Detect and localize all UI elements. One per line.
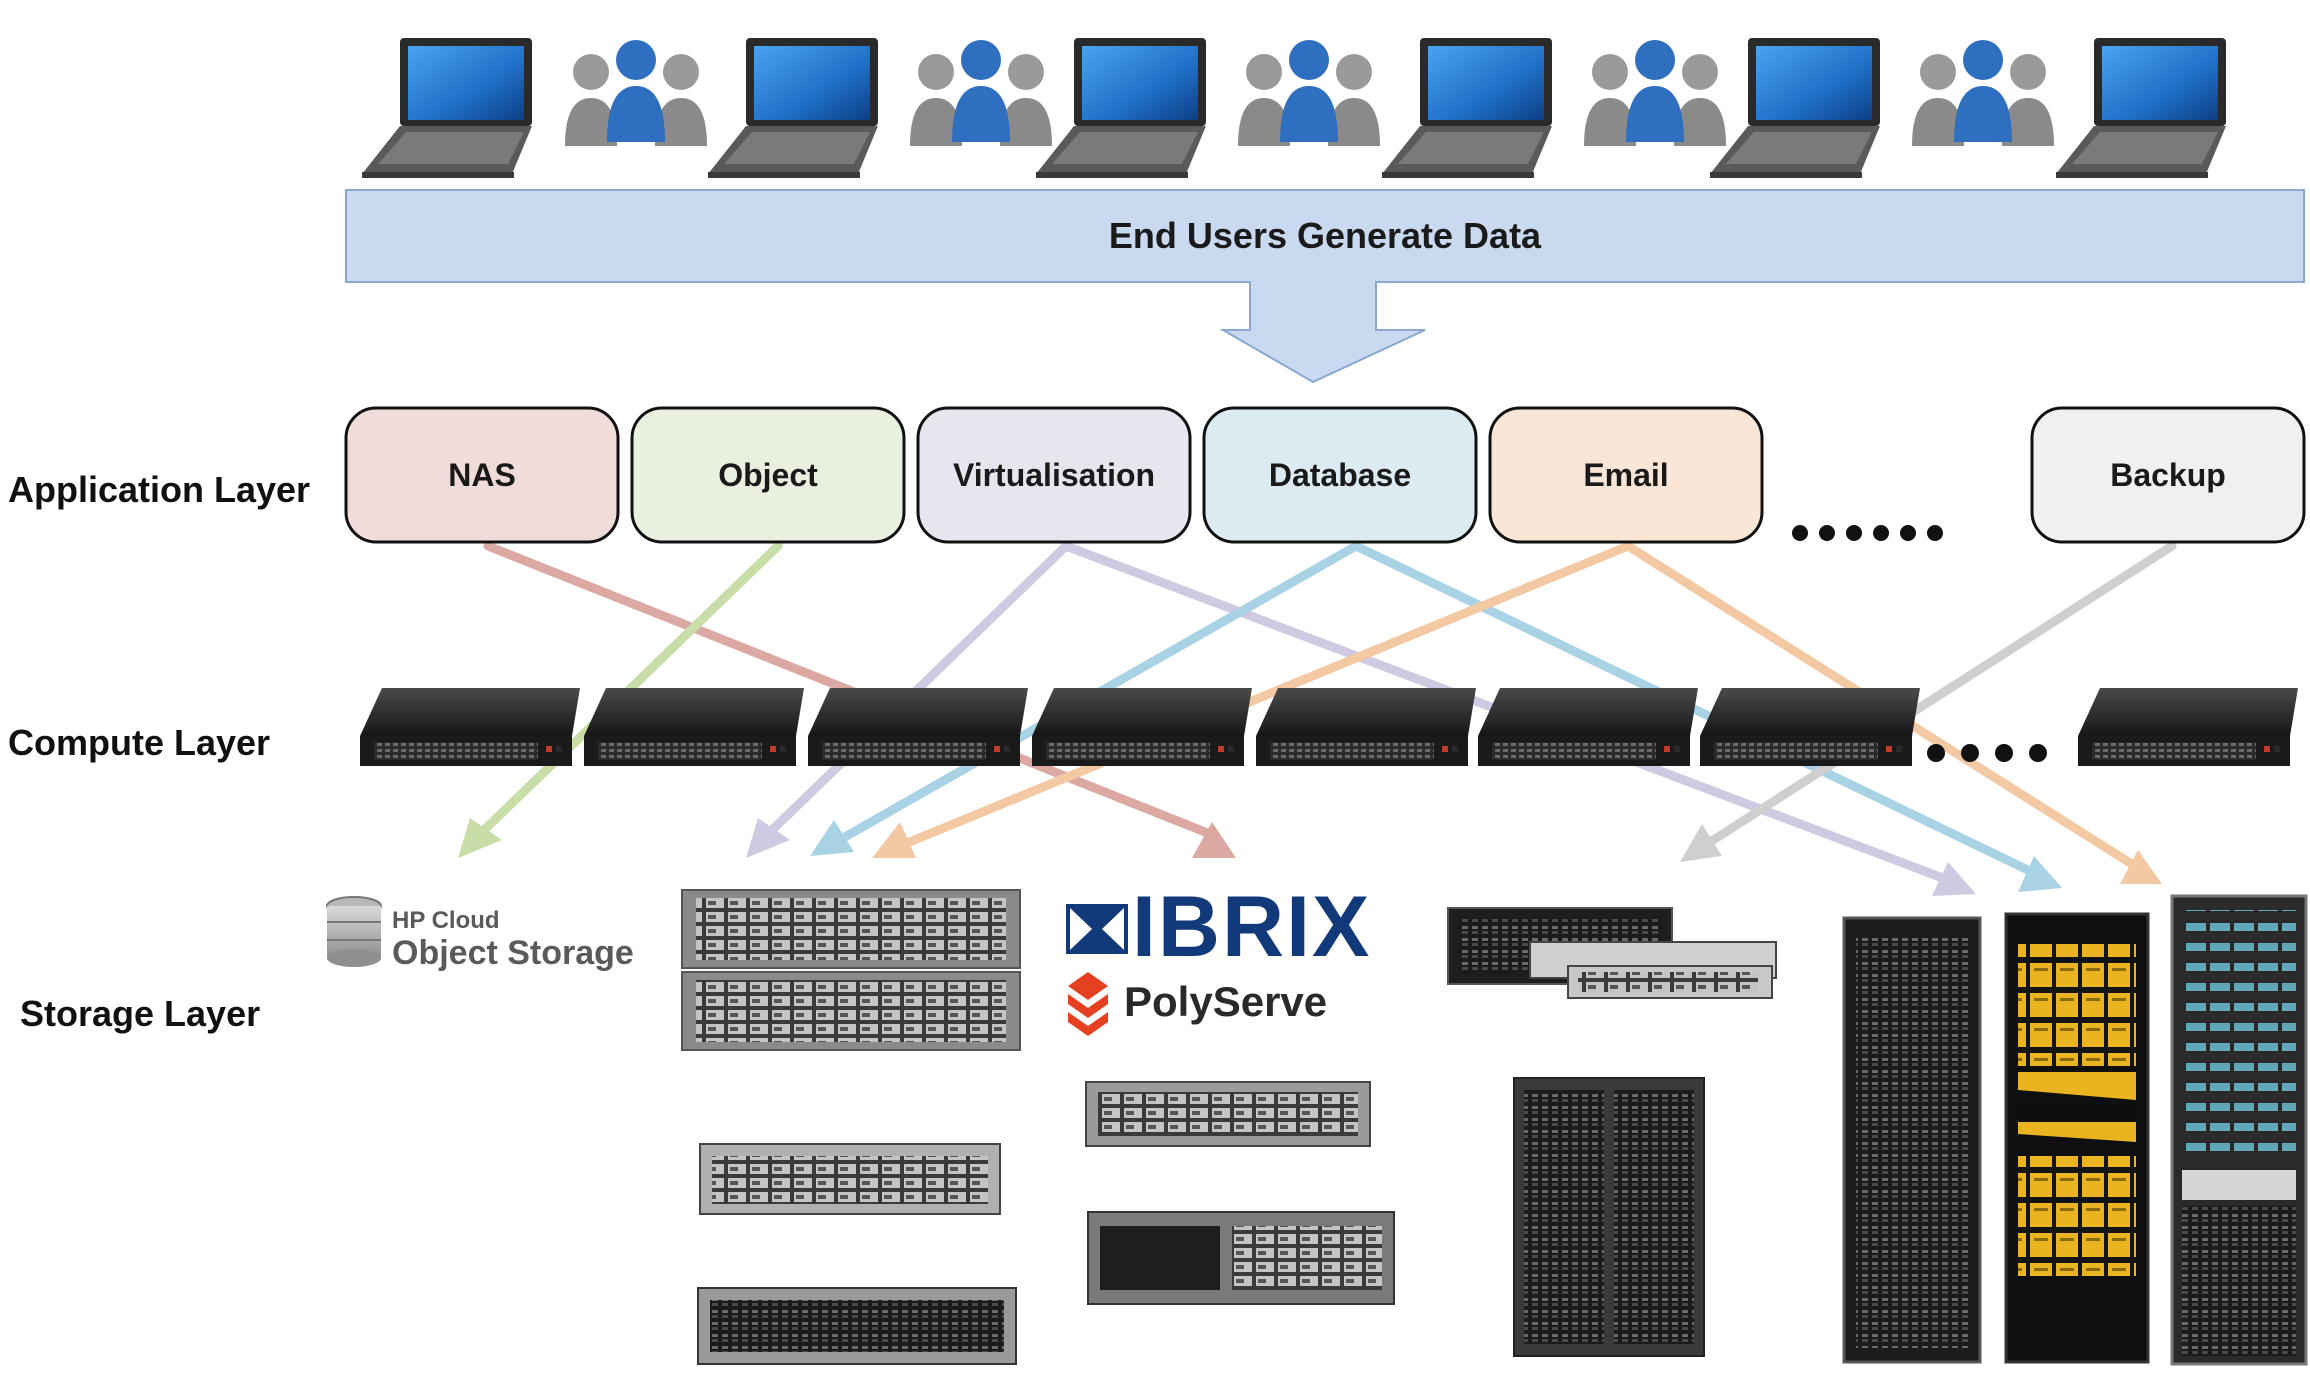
laptop-icon (708, 38, 878, 178)
laptop-icon (362, 38, 532, 178)
app-box-backup (2030, 406, 2306, 544)
application-layer-label: Application Layer (8, 469, 310, 510)
server-icon (1478, 688, 1698, 766)
app-label-virtualisation: Virtualisation (953, 457, 1155, 493)
storage-array-icon (1085, 1081, 1371, 1147)
app-label-database: Database (1269, 457, 1411, 493)
app-label-nas: NAS (448, 457, 516, 493)
laptop-icon (2056, 38, 2226, 178)
rack-icon (1842, 916, 1982, 1364)
rack-icon (2170, 894, 2308, 1366)
server-icon (1256, 688, 1476, 766)
end-users-banner (345, 189, 2305, 283)
ibrix-logo (1066, 904, 1128, 954)
server-icon (1032, 688, 1252, 766)
compute-layer-label: Compute Layer (8, 722, 270, 763)
app-box-email (1488, 406, 1764, 544)
users-icon (1238, 40, 1380, 146)
compute-layer (360, 688, 2298, 766)
database-icon (326, 896, 382, 967)
ellipsis-dots (1927, 744, 2047, 762)
polyserve-logo (1068, 972, 1108, 1036)
laptop-icon (1036, 38, 1206, 178)
laptop-icon (1710, 38, 1880, 178)
ibrix-label: IBRIX (1132, 879, 1371, 975)
app-box-virtualisation (916, 406, 1192, 544)
app-label-email: Email (1583, 457, 1668, 493)
rack-icon (1513, 1077, 1705, 1357)
server-icon (360, 688, 580, 766)
ellipsis-dots (1792, 525, 1943, 541)
storage-array-icon (681, 889, 1021, 1051)
storage-layer: HP Cloud Object Storage IBRIX (326, 879, 2308, 1366)
storage-layer-label: Storage Layer (20, 993, 260, 1034)
users-icon (1584, 40, 1726, 146)
server-icon (584, 688, 804, 766)
storage-array-icon (1447, 907, 1777, 999)
banner-label: End Users Generate Data (1109, 215, 1542, 256)
down-arrow-icon (1219, 281, 1426, 384)
storage-array-icon (1087, 1211, 1395, 1305)
app-label-backup: Backup (2110, 457, 2226, 493)
server-icon (2078, 688, 2298, 766)
app-label-object: Object (718, 457, 818, 493)
app-box-database (1202, 406, 1478, 544)
rack-icon (2004, 912, 2150, 1364)
end-users-row (362, 38, 2226, 178)
hp-cloud-label: HP Cloud (392, 907, 500, 934)
app-box-nas (344, 406, 620, 544)
storage-array-icon (697, 1287, 1017, 1365)
users-icon (565, 40, 707, 146)
server-icon (1700, 688, 1920, 766)
storage-array-icon (699, 1143, 1001, 1215)
laptop-icon (1382, 38, 1552, 178)
polyserve-label: PolyServe (1124, 978, 1327, 1025)
server-icon (808, 688, 1028, 766)
app-box-object (630, 406, 906, 544)
object-storage-label: Object Storage (392, 934, 634, 972)
application-layer: NAS Object Virtualisation Database Email… (344, 406, 2306, 544)
users-icon (1912, 40, 2054, 146)
users-icon (910, 40, 1052, 146)
